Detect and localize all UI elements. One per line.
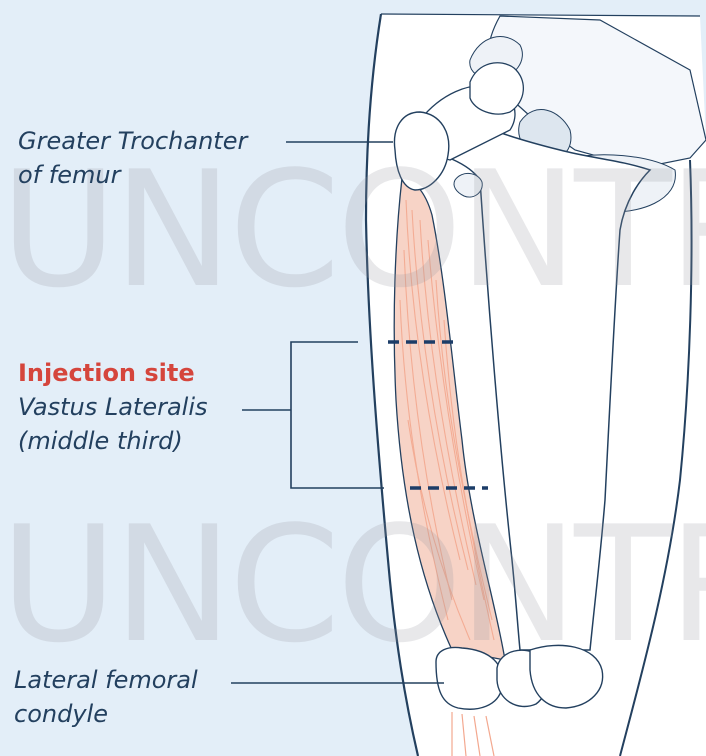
lateral-femoral-condyle-label-line2: condyle: [14, 697, 198, 731]
lateral-femoral-condyle-label: Lateral femoral condyle: [14, 663, 198, 731]
medial-condyle-bone: [530, 645, 603, 708]
lateral-femoral-condyle-label-line1: Lateral femoral: [14, 663, 198, 697]
femoral-head: [470, 63, 523, 114]
greater-trochanter-label-line2: of femur: [18, 158, 247, 192]
injection-bracket: [291, 342, 384, 488]
injection-site-title: Injection site: [18, 356, 208, 390]
vastus-lateralis-label: Vastus Lateralis: [18, 390, 208, 424]
middle-third-label: (middle third): [18, 424, 208, 458]
injection-site-label: Injection site Vastus Lateralis (middle …: [18, 356, 208, 458]
greater-trochanter-label: Greater Trochanter of femur: [18, 124, 247, 192]
greater-trochanter-label-line1: Greater Trochanter: [18, 124, 247, 158]
